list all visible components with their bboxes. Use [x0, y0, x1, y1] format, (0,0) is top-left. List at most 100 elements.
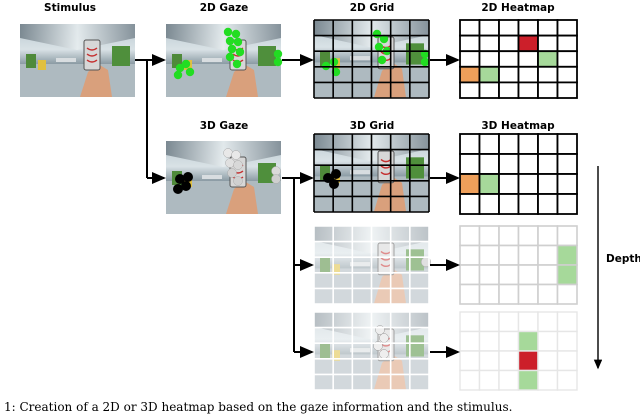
heatmap-cell: [537, 369, 559, 391]
heatmap-cell: [478, 244, 500, 266]
heatmap-cell: [556, 193, 578, 215]
label-stimulus: Stimulus: [44, 2, 96, 14]
label-2d-heatmap: 2D Heatmap: [481, 2, 555, 14]
heatmap-cell: [498, 283, 520, 305]
heatmap-cell: [459, 193, 481, 215]
heatmap-3d-layer-2: [459, 225, 578, 305]
label-3d-heatmap: 3D Heatmap: [481, 120, 555, 132]
heatmap-cell: [498, 153, 520, 175]
label-2d-gaze: 2D Gaze: [200, 2, 249, 14]
heatmap-cell: [556, 153, 578, 175]
heatmap-cell: [478, 350, 500, 372]
heatmap-cell: [478, 133, 500, 155]
heatmap-cell: [556, 34, 578, 53]
label-2d-grid: 2D Grid: [350, 2, 395, 14]
heatmap-cell: [517, 311, 539, 333]
heatmap-2d: [459, 19, 578, 99]
heatmap-cell: [498, 264, 520, 286]
heatmap-cell: [498, 311, 520, 333]
heatmap-cell: [478, 283, 500, 305]
grid-2d-image: [313, 19, 430, 99]
gaze-2d-image: [165, 23, 283, 98]
label-depth: Depth: [606, 253, 640, 265]
grid-depth-3-lines: [313, 311, 430, 391]
heatmap-cell: [537, 81, 559, 99]
heatmap-cell: [498, 369, 520, 391]
heatmap-cell: [556, 133, 578, 155]
heatmap-cell: [556, 50, 578, 68]
heatmap-cell: [459, 65, 481, 84]
stimulus-image: [19, 23, 136, 98]
heatmap-cell: [556, 81, 578, 99]
heatmap-cell: [537, 283, 559, 305]
grid-3d-depth-3-image: [313, 311, 430, 391]
heatmap-cell: [459, 283, 481, 305]
heatmap-cell: [517, 330, 539, 352]
heatmap-cell: [517, 264, 539, 286]
heatmap-cell: [498, 81, 520, 99]
heatmap-cell: [556, 369, 578, 391]
heatmap-cell: [517, 350, 539, 372]
heatmap-cell: [537, 65, 559, 84]
heatmap-cell: [556, 330, 578, 352]
heatmap-cell: [517, 50, 539, 68]
heatmap-cell: [459, 225, 481, 247]
heatmap-cell: [556, 350, 578, 372]
heatmap-cell: [537, 50, 559, 68]
heatmap-cell: [478, 50, 500, 68]
label-3d-grid: 3D Grid: [350, 120, 395, 132]
heatmap-cell: [478, 369, 500, 391]
heatmap-cell: [517, 283, 539, 305]
heatmap-cell: [498, 244, 520, 266]
heatmap-cell: [478, 311, 500, 333]
heatmap-cell: [498, 350, 520, 372]
heatmap-cell: [556, 225, 578, 247]
heatmap-cell: [478, 19, 500, 37]
heatmap-cell: [556, 311, 578, 333]
heatmap-cell: [517, 34, 539, 53]
heatmap-cell: [556, 65, 578, 84]
heatmap-cell: [478, 264, 500, 286]
grid-depth-2-lines: [313, 225, 430, 305]
heatmap-cell: [517, 81, 539, 99]
heatmap-cell: [537, 34, 559, 53]
heatmap-cell: [556, 19, 578, 37]
heatmap-cell: [537, 19, 559, 37]
heatmap-cell: [537, 350, 559, 372]
heatmap-cell: [459, 350, 481, 372]
heatmap-cell: [537, 225, 559, 247]
heatmap-cell: [478, 34, 500, 53]
heatmap-cell: [537, 173, 559, 195]
heatmap-cell: [556, 173, 578, 195]
heatmap-cell: [459, 133, 481, 155]
heatmap-cell: [478, 65, 500, 84]
heatmap-cell: [537, 330, 559, 352]
heatmap-cell: [478, 81, 500, 99]
heatmap-cell: [459, 19, 481, 37]
heatmap-cell: [459, 244, 481, 266]
heatmap-cell: [498, 173, 520, 195]
grid-3d-lines: [313, 133, 430, 213]
heatmap-cell: [498, 193, 520, 215]
heatmap-cell: [517, 225, 539, 247]
heatmap-cell: [556, 283, 578, 305]
heatmap-cell: [517, 153, 539, 175]
heatmap-cell: [517, 193, 539, 215]
heatmap-cell: [517, 19, 539, 37]
heatmap-cell: [459, 81, 481, 99]
heatmap-cell: [459, 369, 481, 391]
heatmap-cell: [517, 244, 539, 266]
heatmap-cell: [517, 65, 539, 84]
heatmap-cell: [459, 50, 481, 68]
heatmap-cell: [498, 133, 520, 155]
heatmap-cell: [459, 264, 481, 286]
heatmap-cell: [459, 34, 481, 53]
heatmap-cell: [459, 330, 481, 352]
heatmap-cell: [498, 50, 520, 68]
heatmap-3d-layer-3: [459, 311, 578, 391]
heatmap-cell: [537, 153, 559, 175]
grid-2d-lines: [313, 19, 430, 99]
heatmap-cell: [537, 264, 559, 286]
heatmap-cell: [459, 153, 481, 175]
